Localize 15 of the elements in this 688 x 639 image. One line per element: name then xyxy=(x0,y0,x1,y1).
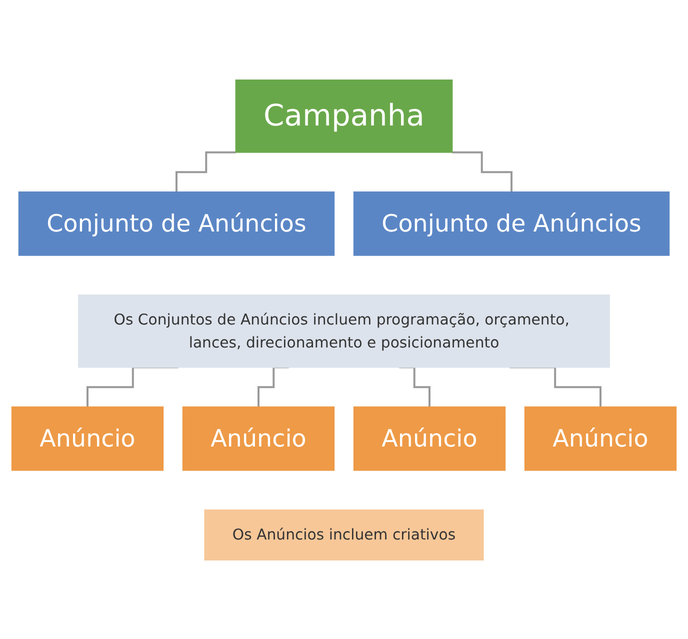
connector xyxy=(86,366,178,408)
node-box: Anúncio xyxy=(524,406,677,470)
connector xyxy=(176,150,236,192)
connector xyxy=(452,150,512,192)
connector xyxy=(399,366,430,408)
node-box: Os Anúncios incluem criativos xyxy=(204,508,484,560)
connector xyxy=(258,366,289,408)
node-box: Campanha xyxy=(235,79,453,152)
node-box: Anúncio xyxy=(182,406,335,470)
node-box: Anúncio xyxy=(11,406,164,470)
connector xyxy=(510,366,602,408)
node-box: Os Conjuntos de Anúncios incluem programação, orçamento, lances, direcionamento e posicionamento xyxy=(78,294,610,368)
node-box: Anúncio xyxy=(353,406,506,470)
node-box: Conjunto de Anúncios xyxy=(353,190,670,256)
node-box: Conjunto de Anúncios xyxy=(18,190,335,256)
